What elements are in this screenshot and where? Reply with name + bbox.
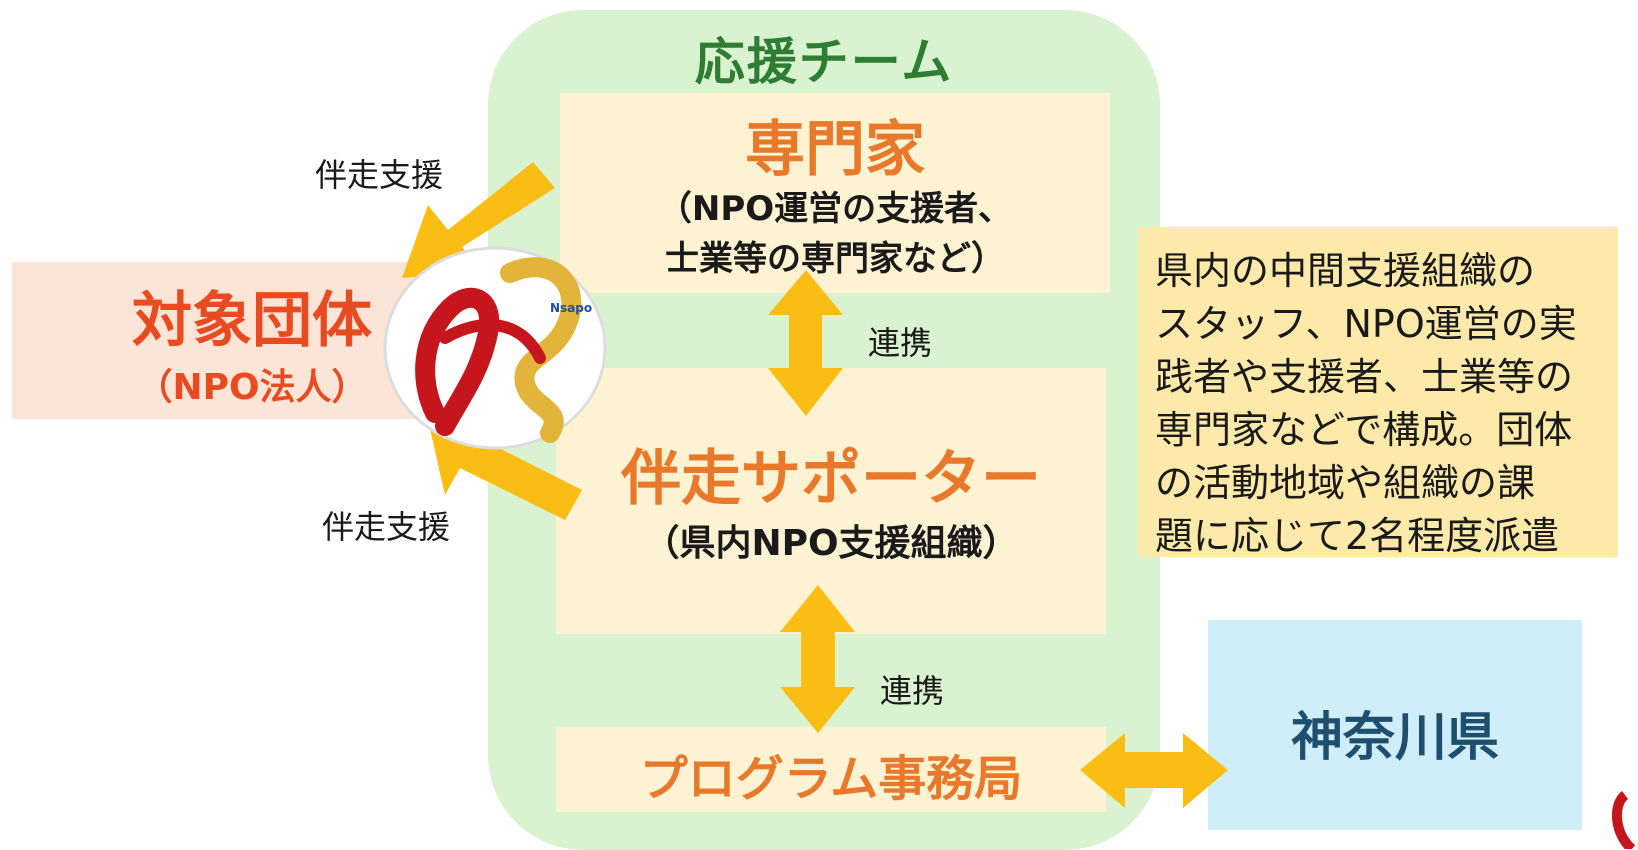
prefecture-box bbox=[1208, 620, 1582, 830]
expert-box: 専門家 （NPO運営の支援者、 士業等の専門家など） bbox=[560, 93, 1110, 293]
supporter-box: 伴走サポーター （県内NPO支援組織） bbox=[556, 368, 1106, 634]
expert-title: 専門家 bbox=[745, 115, 925, 185]
link-arrow-bottom bbox=[780, 585, 855, 733]
support-label-bottom: 伴走支援 bbox=[322, 508, 451, 546]
support-arrow-top bbox=[402, 162, 555, 278]
corner-logo-fragment bbox=[1611, 791, 1636, 849]
program-office-box: プログラム事務局 bbox=[556, 727, 1106, 812]
note-box bbox=[1138, 227, 1618, 557]
target-organization-sub: （NPO法人） bbox=[136, 367, 368, 408]
office-prefecture-arrow bbox=[1080, 733, 1228, 808]
support-label-top: 伴走支援 bbox=[315, 156, 444, 194]
note-line-6: 題に応じて2名程度派遣 bbox=[1155, 514, 1560, 558]
note-line-1: 県内の中間支援組織の bbox=[1155, 249, 1536, 293]
note-line-4: 専門家などで構成。団体 bbox=[1155, 408, 1573, 452]
prefecture-title: 神奈川県 bbox=[1290, 708, 1499, 768]
expert-sub-line1: （NPO運営の支援者、 bbox=[657, 189, 1013, 229]
note-line-3: 践者や支援者、士業等の bbox=[1155, 355, 1574, 399]
target-organization-title: 対象団体 bbox=[132, 286, 372, 356]
logo-text: Nsapo bbox=[550, 301, 592, 315]
link-label-top: 連携 bbox=[868, 324, 933, 362]
supporter-sub: （県内NPO支援組織） bbox=[643, 523, 1019, 564]
note-line-2: スタッフ、NPO運営の実 bbox=[1155, 302, 1577, 346]
expert-sub-line2: 士業等の専門家など） bbox=[665, 239, 1005, 279]
supporter-title: 伴走サポーター bbox=[621, 444, 1041, 514]
program-office-title: プログラム事務局 bbox=[639, 751, 1023, 807]
note-line-5: の活動地域や組織の課 bbox=[1155, 461, 1536, 505]
nsapo-logo: Nsapo bbox=[383, 246, 607, 450]
link-label-bottom: 連携 bbox=[880, 672, 945, 710]
support-team-title: 応援チーム bbox=[694, 33, 954, 91]
link-arrow-top bbox=[768, 270, 843, 416]
